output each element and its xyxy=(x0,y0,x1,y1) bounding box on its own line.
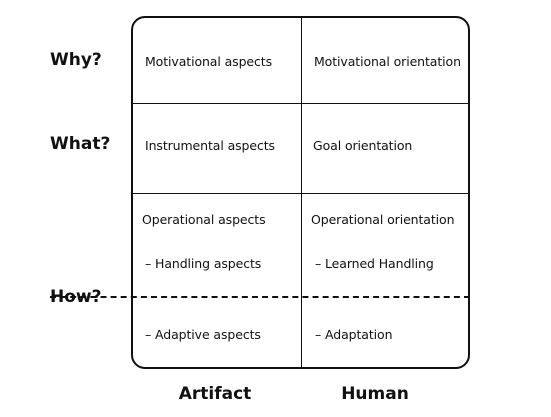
column-divider xyxy=(301,18,302,367)
column-label-human: Human xyxy=(341,384,409,404)
how-dashed-divider xyxy=(50,296,470,298)
cell-operational-orientation: Operational orientation xyxy=(311,212,455,227)
row-divider-why-what xyxy=(133,103,468,104)
cell-motivational-aspects: Motivational aspects xyxy=(145,54,272,69)
cell-instrumental-aspects: Instrumental aspects xyxy=(145,138,275,153)
cell-operational-aspects: Operational aspects xyxy=(142,212,266,227)
cell-adaptive-aspects: – Adaptive aspects xyxy=(145,327,261,342)
row-label-what: What? xyxy=(50,134,111,154)
column-label-artifact: Artifact xyxy=(178,384,252,404)
cell-adaptation: – Adaptation xyxy=(315,327,393,342)
row-label-why: Why? xyxy=(50,50,102,70)
cell-goal-orientation: Goal orientation xyxy=(313,138,413,153)
cell-motivational-orientation: Motivational orientation xyxy=(314,54,461,69)
cell-handling-aspects: – Handling aspects xyxy=(145,256,262,271)
matrix-grid xyxy=(131,16,470,369)
cell-learned-handling: – Learned Handling xyxy=(315,256,434,271)
row-divider-what-how xyxy=(133,193,468,194)
